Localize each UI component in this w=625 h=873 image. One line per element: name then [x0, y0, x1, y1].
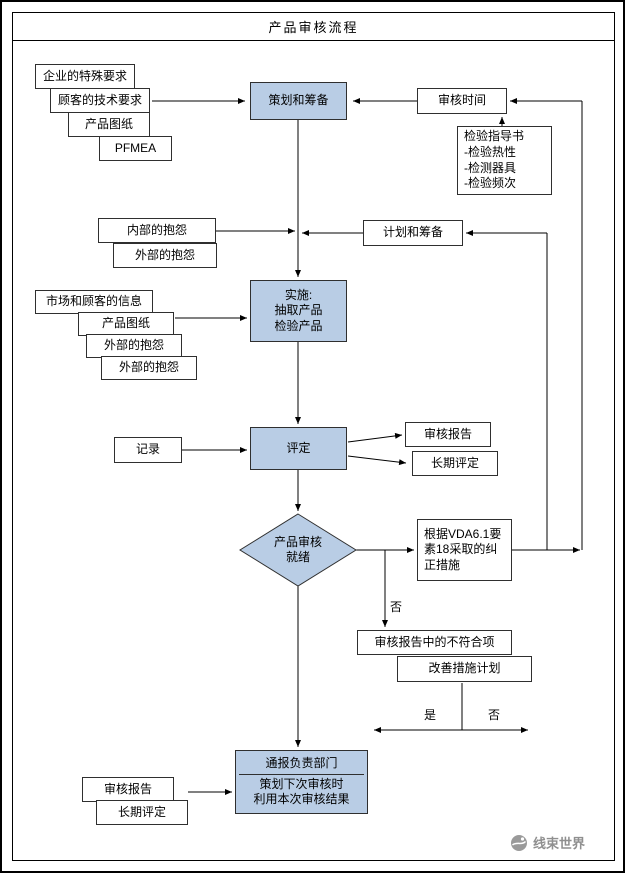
box-plan-and-prepare: 计划和筹备 [363, 220, 463, 246]
box-corrective-actions: 根据VDA6.1要 素18采取的纠 正措施 [417, 519, 512, 581]
box-assessment: 评定 [250, 427, 347, 470]
box-planning-preparation: 策划和筹备 [250, 82, 347, 120]
decision-diamond-label: 产品审核 就绪 [260, 533, 336, 567]
box-external-complaints-3: 外部的抱怨 [101, 356, 197, 380]
notify-line-3: 利用本次审核结果 [253, 792, 350, 807]
page-title: 产品审核流程 [12, 12, 615, 41]
box-longterm-assessment: 长期评定 [412, 451, 498, 476]
decision-diamond-shape [239, 513, 357, 587]
brand-name: 线束世界 [533, 836, 586, 851]
notify-line-1: 通报负责部门 [238, 756, 365, 775]
box-product-drawing-2: 产品图纸 [78, 312, 174, 336]
notify-line-2: 策划下次审核时 [259, 776, 344, 791]
label-yes: 是 [424, 708, 437, 722]
inspection-guide-title: 检验指导书 [464, 129, 525, 144]
box-internal-complaints: 内部的抱怨 [98, 218, 216, 243]
box-final-longterm-assessment: 长期评定 [96, 800, 188, 825]
box-improvement-plan: 改善措施计划 [397, 656, 532, 682]
corrective-line: 素18采取的纠 [424, 542, 498, 557]
inspection-guide-item: -检验热性 [464, 144, 516, 159]
box-customer-tech-requirements: 顾客的技术要求 [50, 88, 150, 113]
implementation-line: 实施: [284, 287, 313, 302]
box-audit-time: 审核时间 [417, 88, 507, 114]
page-frame [12, 12, 615, 861]
corrective-line: 正措施 [424, 557, 461, 572]
label-no-branch: 否 [390, 600, 403, 614]
box-external-complaints-2: 外部的抱怨 [86, 334, 182, 358]
decision-line: 产品审核 [273, 535, 322, 549]
box-implementation: 实施: 抽取产品 检验产品 [250, 280, 347, 342]
box-audit-report: 审核报告 [405, 422, 491, 447]
box-external-complaints: 外部的抱怨 [113, 243, 217, 268]
brand-logo-icon [511, 834, 527, 851]
box-pfmea: PFMEA [99, 136, 172, 161]
implementation-line: 检验产品 [274, 318, 323, 333]
brand-watermark: 线束世界 [510, 833, 585, 852]
label-no: 否 [488, 708, 501, 722]
implementation-line: 抽取产品 [274, 303, 323, 318]
box-inspection-guide: 检验指导书 -检验热性 -检测器具 -检验频次 [457, 126, 552, 195]
box-special-requirements: 企业的特殊要求 [35, 64, 135, 89]
box-market-customer-info: 市场和顾客的信息 [35, 290, 153, 314]
box-final-audit-report: 审核报告 [82, 777, 174, 802]
flow-arrows [152, 98, 583, 795]
box-nonconformities: 审核报告中的不符合项 [357, 630, 512, 655]
box-notify-responsible: 通报负责部门 策划下次审核时 利用本次审核结果 [235, 750, 368, 814]
inspection-guide-item: -检测器具 [464, 160, 516, 175]
flow-arrow [347, 455, 407, 466]
box-record: 记录 [114, 437, 182, 463]
decision-line: 就绪 [285, 550, 310, 564]
inspection-guide-item: -检验频次 [464, 176, 516, 191]
flow-arrow [347, 432, 403, 443]
box-product-drawing-1: 产品图纸 [68, 112, 150, 137]
corrective-line: 根据VDA6.1要 [424, 526, 502, 541]
